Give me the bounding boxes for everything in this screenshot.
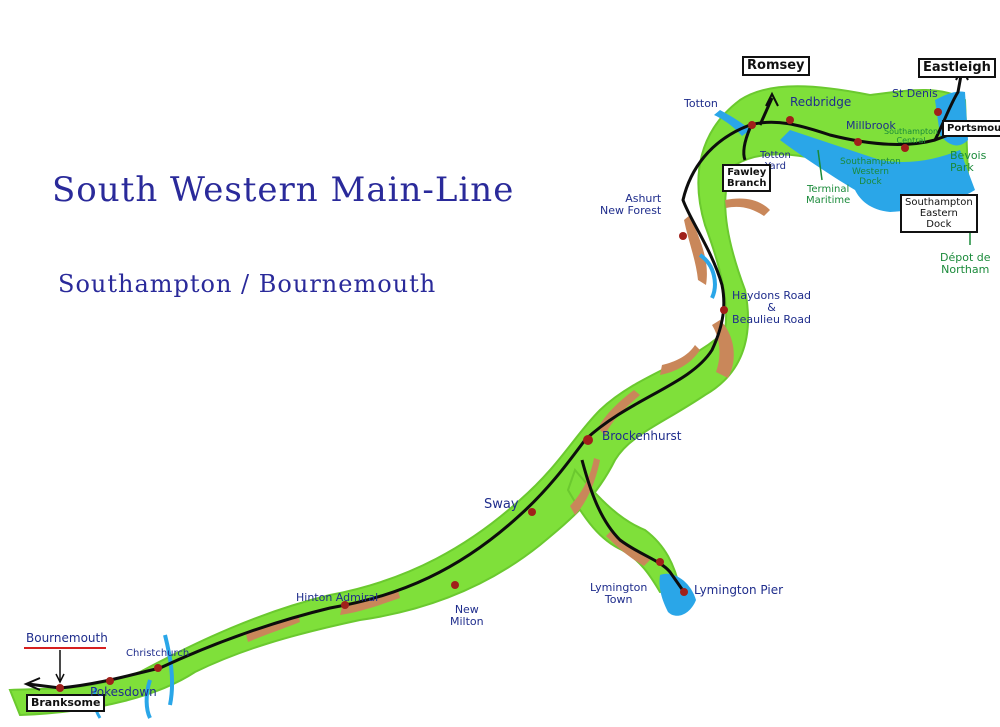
heath-patch: [570, 458, 600, 515]
label-totton-yard-line1: Totton: [760, 150, 791, 161]
heath-patch: [725, 198, 770, 216]
label-christchurch: Christchurch: [126, 648, 190, 659]
label-haydons-line1: Haydons Road: [732, 289, 812, 302]
label-totton: Totton: [684, 97, 718, 110]
label-hinton-admiral: Hinton Admiral: [296, 591, 379, 604]
label-so-central-line1: Southampton: [884, 127, 939, 136]
label-depot-northam: Dépot de Northam: [940, 251, 991, 277]
station-marker-branksome: [56, 684, 64, 692]
label-new-milton-line2: Milton: [450, 615, 484, 629]
label-eastleigh: Eastleigh: [918, 58, 996, 79]
rail-fawley-branch: [742, 127, 752, 161]
label-bevois-park: Bevois Park: [950, 149, 987, 175]
label-southampton-eastern-dock: Southampton Eastern Dock: [900, 194, 978, 233]
station-marker-lymington-town: [656, 558, 664, 566]
label-redbridge: Redbridge: [790, 95, 852, 109]
label-new-milton: New Milton: [450, 603, 484, 629]
label-pokesdown: Pokesdown: [90, 685, 157, 699]
station-marker-beaulieu-road: [720, 306, 728, 314]
label-portsmouth: Portsmouth: [942, 120, 1000, 137]
stream: [144, 679, 152, 719]
pointer-line: [817, 149, 823, 181]
label-totton-yard: Totton Yard: [760, 150, 791, 172]
label-fawley-branch: Fawley Branch: [722, 164, 772, 192]
label-branksome: Branksome: [26, 694, 106, 713]
rail-arrow: [765, 91, 779, 107]
rail-romsey-spur: [758, 97, 774, 126]
station-marker-redbridge: [786, 116, 794, 124]
rail-arrow: [23, 677, 41, 691]
label-terminal-line2: Maritime: [806, 195, 851, 206]
label-fawley-line2: Branch: [727, 178, 767, 189]
station-marker-southampton-central: [901, 144, 909, 152]
label-haydons-line2: &: [767, 301, 776, 315]
label-western-dock-line2: Western: [851, 166, 889, 177]
label-millbrook: Millbrook: [846, 119, 896, 132]
stream: [698, 253, 717, 299]
label-romsey: Romsey: [742, 56, 810, 77]
label-ashurst: Ashurt New Forest: [600, 192, 662, 218]
page-subtitle: Southampton / Bournemouth: [58, 270, 437, 298]
label-western-dock-line1: Southampton: [840, 157, 901, 167]
label-st-denis: St Denis: [892, 87, 938, 100]
label-ashurst-line2: New Forest: [600, 204, 662, 218]
label-fawley-line1: Fawley: [727, 167, 767, 178]
rail-eastleigh-line: [933, 69, 964, 141]
station-marker-pokesdown: [106, 677, 114, 685]
label-eastern-dock-line2: Eastern: [919, 208, 958, 219]
label-western-dock-line3: Dock: [859, 176, 882, 187]
station-marker-millbrook: [854, 138, 862, 146]
label-southampton-central: Southampton Central: [884, 127, 939, 146]
station-marker-lymington-pier: [680, 588, 688, 596]
label-terminal-maritime: Terminal Maritime: [806, 184, 850, 206]
label-brockenhurst: Brockenhurst: [602, 429, 682, 443]
station-marker-st-denis: [934, 108, 942, 116]
label-bournemouth: Bournemouth: [26, 631, 108, 645]
page-title: South Western Main-Line: [52, 170, 515, 210]
label-lymington-town: Lymington Town: [590, 581, 648, 607]
label-terminal-line1: Terminal: [806, 184, 850, 195]
station-marker-sway: [528, 508, 536, 516]
label-new-milton-line1: New: [454, 603, 479, 616]
label-totton-yard-line2: Yard: [764, 161, 786, 172]
label-depot-line2: Northam: [941, 263, 990, 277]
heath-patch: [684, 215, 707, 285]
label-lymington-pier: Lymington Pier: [694, 583, 784, 597]
label-haydons-road: Haydons Road & Beaulieu Road: [732, 289, 812, 327]
station-marker-hinton-admiral: [341, 601, 349, 609]
station-marker-ashurst: [679, 232, 687, 240]
station-marker-brockenhurst: [583, 435, 593, 445]
label-eastern-dock-line3: Dock: [926, 219, 952, 230]
label-sway: Sway: [484, 497, 519, 512]
heath-patch: [660, 345, 700, 375]
station-marker-christchurch: [154, 664, 162, 672]
station-marker-totton: [748, 121, 756, 129]
pointer-line: [55, 673, 65, 684]
label-eastern-dock-line1: Southampton: [905, 197, 973, 208]
label-ashurst-line1: Ashurt: [625, 192, 662, 205]
heath-patch: [246, 615, 300, 642]
label-southampton-western-dock: Southampton Western Dock: [840, 157, 901, 188]
rail-main-line: [27, 120, 963, 690]
label-so-central-line2: Central: [896, 135, 926, 145]
label-lymington-town-line2: Town: [604, 593, 633, 607]
label-lymington-town-line1: Lymington: [590, 581, 648, 594]
label-depot-line1: Dépot de: [940, 251, 991, 264]
label-haydons-line3: Beaulieu Road: [732, 313, 812, 327]
label-bevois-line2: Park: [950, 161, 974, 175]
water-southampton: [780, 130, 975, 212]
water-lymington: [659, 573, 696, 616]
stream: [163, 634, 175, 706]
station-marker-new-milton: [451, 581, 459, 589]
label-bevois-line1: Bevois: [950, 149, 987, 162]
